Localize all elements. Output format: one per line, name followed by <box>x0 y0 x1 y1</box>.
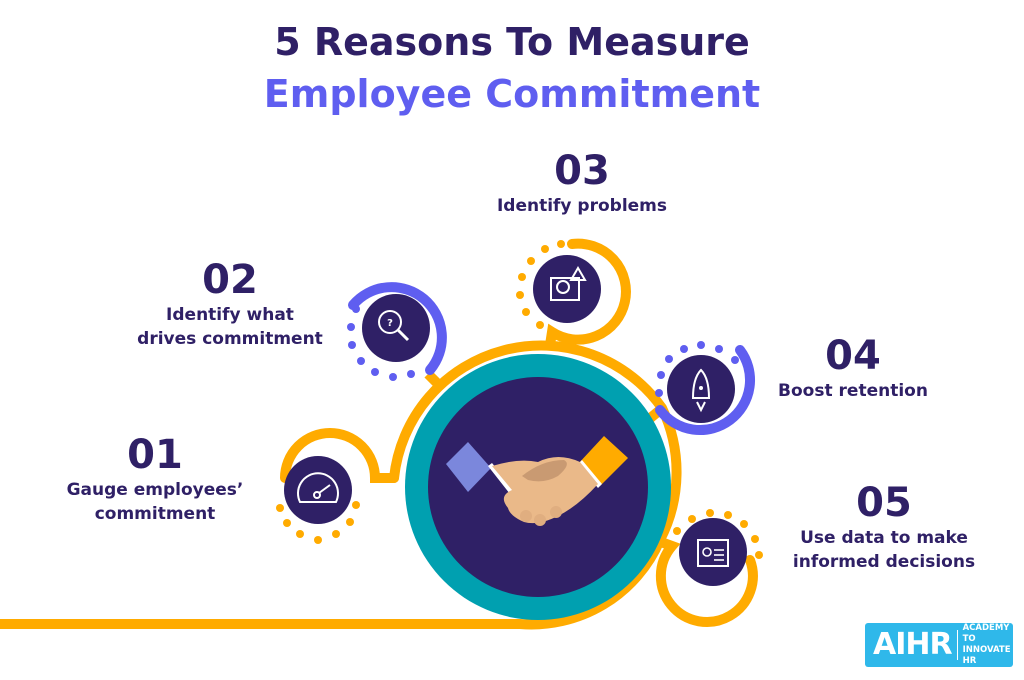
handshake-icon <box>446 436 628 526</box>
bottom-connector-line <box>0 538 665 630</box>
step-02-label-line2: drives commitment <box>137 329 323 349</box>
step-03: 03 Identify problems <box>470 148 694 218</box>
step-02-number: 02 <box>202 257 258 303</box>
step-02-label-line1: Identify what <box>166 305 294 325</box>
magnifier-question-icon: ? <box>362 294 430 362</box>
step-04-number: 04 <box>825 333 881 379</box>
step-01-label-line2: commitment <box>94 504 216 524</box>
step-02: 02 Identify what drives commitment <box>125 257 335 351</box>
step-04-label-line1: Boost retention <box>778 381 928 401</box>
step-05-label-line2: informed decisions <box>792 552 976 572</box>
logo-mark: AIHR <box>865 630 958 660</box>
logo-tagline: ACADEMY TO INNOVATE HR <box>958 623 1013 667</box>
step-04: 04 Boost retention <box>766 333 940 403</box>
step-03-label-line1: Identify problems <box>496 196 668 216</box>
dots-05 <box>673 509 763 559</box>
step-05-number: 05 <box>856 480 912 526</box>
chat-search-warning-icon <box>533 255 601 323</box>
logo-tagline-line1: ACADEMY TO <box>962 623 1010 644</box>
dots-01 <box>276 501 360 544</box>
dots-04 <box>655 341 739 397</box>
dots-02 <box>347 305 415 381</box>
step-01: 01 Gauge employees’ commitment <box>60 432 250 526</box>
aihr-logo: AIHR ACADEMY TO INNOVATE HR <box>865 623 1013 667</box>
dots-03 <box>516 240 565 329</box>
dashboard-chart-icon <box>679 518 747 586</box>
step-05-label-line1: Use data to make <box>800 528 968 548</box>
main-orange-arc <box>389 340 682 545</box>
title-line-2: Employee Commitment <box>263 72 761 116</box>
step-05: 05 Use data to make informed decisions <box>784 480 984 574</box>
speedometer-icon <box>284 456 352 524</box>
step-01-label-line1: Gauge employees’ <box>66 480 244 500</box>
rocket-icon <box>667 355 735 423</box>
step-01-number: 01 <box>127 432 183 478</box>
step-03-number: 03 <box>554 148 610 194</box>
title-line-1: 5 Reasons To Measure <box>274 20 750 64</box>
logo-tagline-line2: INNOVATE HR <box>962 645 1011 666</box>
svg-text:?: ? <box>387 318 393 329</box>
